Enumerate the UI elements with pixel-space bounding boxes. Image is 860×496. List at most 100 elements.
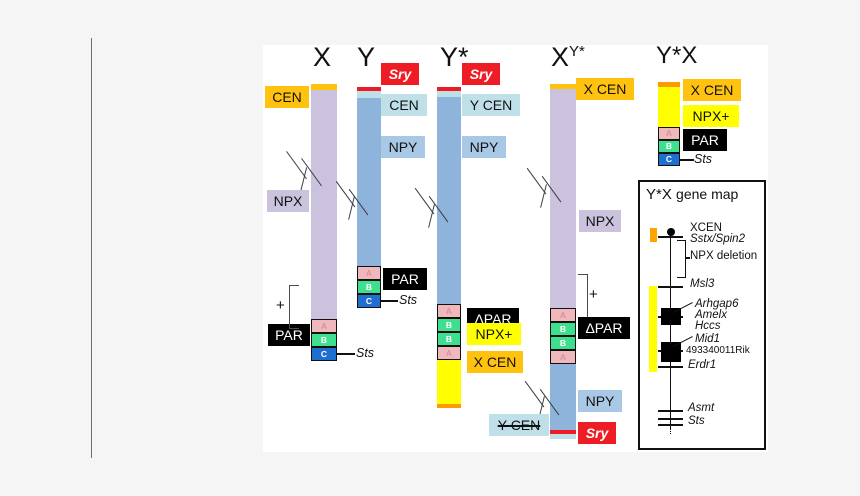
ystarx-segment-a: A <box>658 127 680 140</box>
ystarx-segment-b: B <box>658 140 680 153</box>
ystar-segment-b1: B <box>437 318 461 332</box>
x-par-label: PAR <box>268 324 310 346</box>
gene-map-label-sts: Sts <box>688 415 705 427</box>
left-rule <box>91 38 92 458</box>
gene-map-deletion-dotted-1 <box>670 236 671 274</box>
x-npx-bracket <box>289 285 299 329</box>
y-chromosome-body <box>357 98 381 266</box>
ystar-segment-a2: A <box>437 346 461 360</box>
chromosome-title-x: X <box>313 42 332 72</box>
ystar-ycen-label: Y CEN <box>462 94 520 116</box>
x-cen-label: CEN <box>265 86 309 108</box>
ystarx-npx-plus-body <box>658 87 680 127</box>
gene-map-tick-asmt <box>658 410 683 412</box>
ystarx-sts-leader <box>680 159 694 161</box>
xystar-xcen-cap <box>550 84 576 89</box>
x-segment-a: A <box>311 319 337 333</box>
ystar-segment-b2: B <box>437 332 461 346</box>
xystar-ycen-cap <box>550 434 576 439</box>
xystar-segment-a2: A <box>550 350 576 364</box>
ystar-npy-label: NPY <box>462 136 506 158</box>
y-sts-label: Sts <box>399 293 418 307</box>
xystar-npx-bracket <box>578 274 588 318</box>
gene-map-label-asmt: Asmt <box>688 402 715 414</box>
xystar-superscript: Y* <box>569 43 585 60</box>
x-segment-b: B <box>311 333 337 347</box>
ystar-npx-plus-label: NPX+ <box>467 323 521 345</box>
xystar-ycen-label: Y CEN <box>489 414 549 436</box>
gene-map-label-npx-deletion: NPX deletion <box>690 250 758 262</box>
ystarx-sts-label: Sts <box>694 152 713 166</box>
xystar-npy-label: NPY <box>578 390 622 412</box>
gene-map-tick-sts-2 <box>658 424 683 426</box>
gene-map-npx-deletion-pointer <box>685 257 690 259</box>
gene-map-panel: Y*X gene map XCEN Sstx/Spin2 <box>638 180 766 450</box>
gene-map-label-sstx-spin2: Sstx/Spin2 <box>690 233 745 245</box>
gene-map-deletion-dotted-2 <box>670 418 671 434</box>
gene-map-xcen-orange-bar <box>650 228 657 242</box>
gene-map-label-msl3: Msl3 <box>690 278 715 290</box>
gene-map-axis <box>670 232 672 430</box>
ystar-xcen-label: X CEN <box>467 351 523 373</box>
gene-map-label-arhgap6: Arhgap6 <box>695 298 739 310</box>
xystar-base: X <box>551 42 570 72</box>
xystar-y-body <box>550 364 576 430</box>
y-centromere-cap <box>357 91 381 98</box>
ystar-segment-a1: A <box>437 304 461 318</box>
gene-map-tick-sts-1 <box>658 418 683 420</box>
ystar-ycen-cap <box>437 91 461 97</box>
xystar-x-body <box>550 89 576 308</box>
chromosome-title-y: Y <box>357 42 376 72</box>
gene-map-tick-sstx <box>658 236 683 238</box>
gene-map-tick-msl3 <box>658 286 683 288</box>
gene-map-label-erdr1: Erdr1 <box>688 359 717 371</box>
gene-map-title-main: Y*X <box>646 186 672 203</box>
ystarx-npx-plus-label: NPX+ <box>683 105 739 127</box>
chromosome-title-xystar: XY* <box>551 44 585 71</box>
gene-map-title-rest: gene map <box>676 186 739 202</box>
xystar-xcen-label: X CEN <box>576 78 634 100</box>
gene-map-tick-erdr1 <box>658 366 683 368</box>
y-npy-label: NPY <box>381 136 425 158</box>
gene-map-label-xcen: XCEN <box>690 222 722 234</box>
ystarx-xcen-label: X CEN <box>683 79 741 101</box>
x-chromosome-body <box>311 90 337 319</box>
xystar-dpar-label: ΔPAR <box>578 317 630 339</box>
x-plus-marker: + <box>276 297 285 314</box>
ystar-sry-label: Sry <box>462 63 500 85</box>
gene-map-label-amelx: Amelx <box>695 309 727 321</box>
gene-map-centromere-dot <box>666 228 675 236</box>
xystar-sry-cap <box>550 430 576 434</box>
gene-map-npx-yellow-bar <box>649 286 657 372</box>
xystar-segment-b1: B <box>550 322 576 336</box>
xystar-segment-b2: B <box>550 336 576 350</box>
x-sts-label: Sts <box>356 346 375 360</box>
x-npx-label: NPX <box>267 190 309 212</box>
x-segment-c: C <box>311 347 337 361</box>
gene-map-label-rik: 493340011Rik <box>686 345 750 356</box>
y-sry-label: Sry <box>381 63 419 85</box>
gene-map-block-amelx <box>661 308 681 325</box>
ystar-xcen-cap <box>437 404 461 408</box>
xystar-plus-marker: + <box>589 286 598 303</box>
ystarx-par-label: PAR <box>683 129 727 151</box>
gene-map-npx-deletion-bracket <box>677 240 686 278</box>
xystar-segment-a1: A <box>550 308 576 322</box>
ystar-npx-plus-body <box>437 360 461 404</box>
y-segment-c: C <box>357 294 381 308</box>
gene-map-label-mid1: Mid1 <box>695 333 720 345</box>
gene-map-title: Y*X gene map <box>646 186 738 203</box>
y-sts-leader <box>381 300 398 302</box>
y-cen-label: CEN <box>381 94 427 116</box>
xystar-sry-label: Sry <box>578 422 616 444</box>
gene-map-label-hccs: Hccs <box>695 320 721 332</box>
chromosome-title-ystarx: Y*X <box>656 42 698 69</box>
ystar-chromosome-body <box>437 97 461 304</box>
gene-map-block-rik <box>661 342 681 362</box>
y-segment-b: B <box>357 280 381 294</box>
y-par-label: PAR <box>383 268 427 290</box>
ystar-sry-cap <box>437 87 461 91</box>
ystarx-segment-c: C <box>658 153 680 166</box>
ystarx-xcen-cap <box>658 82 680 87</box>
